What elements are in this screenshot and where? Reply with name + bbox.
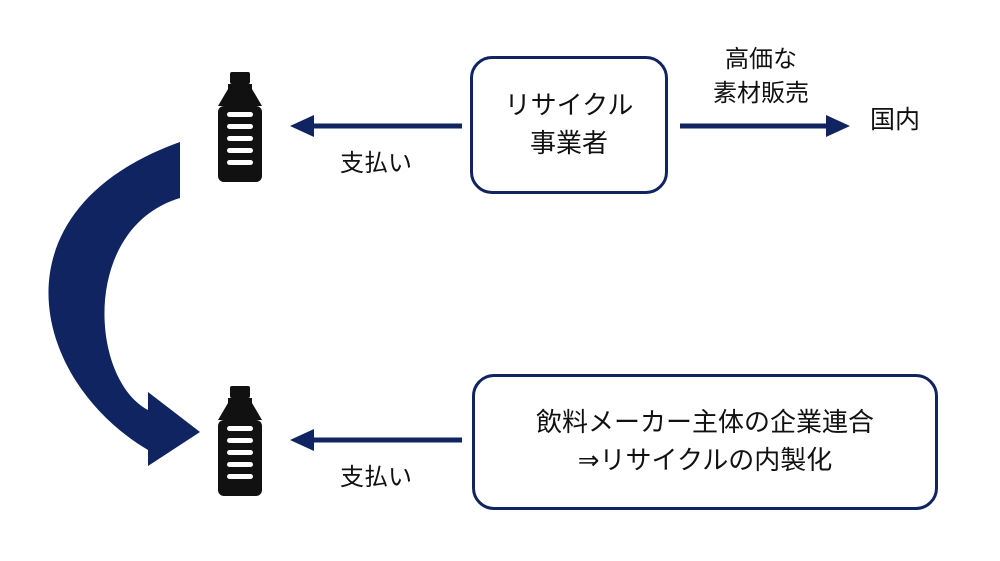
curved-arrow-icon	[48, 142, 200, 466]
material-sale-line2: 素材販売	[713, 79, 809, 107]
recycler-box-line1: リサイクル	[504, 91, 634, 121]
bottle-icon-top	[218, 72, 262, 182]
material-sale-label: 高価な 素材販売	[700, 42, 822, 110]
beverage-consortium-box: 飲料メーカー主体の企業連合 ⇒リサイクルの内製化	[472, 374, 938, 510]
bottle-icon-bottom	[218, 386, 262, 496]
recycler-box: リサイクル 事業者	[470, 56, 668, 194]
payment-label-top: 支払い	[340, 149, 412, 177]
payment-label-bottom: 支払い	[340, 463, 412, 491]
beverage-box-line2: ⇒リサイクルの内製化	[577, 446, 833, 476]
domestic-label: 国内	[870, 105, 921, 134]
beverage-box-line1: 飲料メーカー主体の企業連合	[535, 408, 874, 438]
material-sale-line1: 高価な	[725, 45, 797, 73]
arrow-left-icon-top	[290, 115, 462, 137]
arrow-right-icon	[680, 115, 850, 137]
recycler-box-line2: 事業者	[529, 129, 608, 159]
arrow-left-icon-bottom	[290, 429, 462, 451]
